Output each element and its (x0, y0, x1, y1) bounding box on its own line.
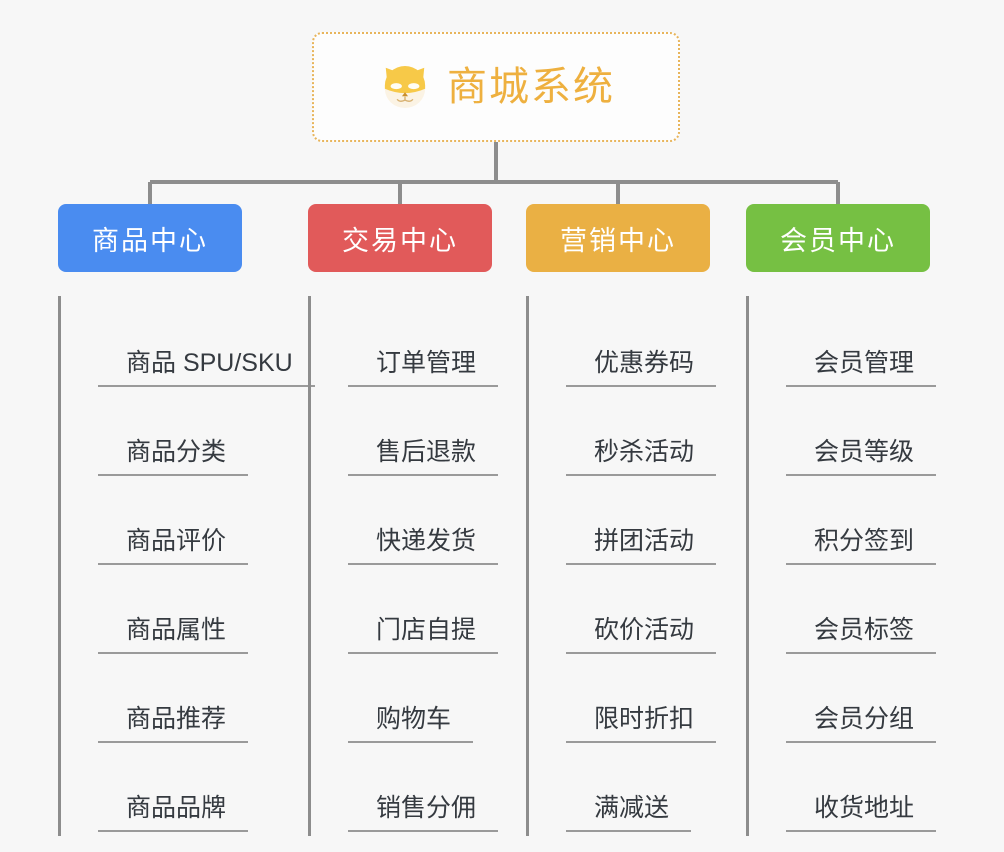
category-column: 商品中心商品 SPU/SKU 商品分类商品评价商品属性商品推荐商品品牌 (58, 204, 315, 852)
leaf-item-label: 购物车 (348, 705, 474, 743)
leaf-item-label: 售后退款 (348, 438, 499, 476)
leaf-list: 优惠券码秒杀活动拼团活动砍价活动限时折扣满减送 (526, 296, 717, 836)
leaf-item[interactable]: 积分签到 (786, 480, 937, 569)
leaf-item[interactable]: 优惠券码 (566, 302, 717, 391)
leaf-item-label: 订单管理 (348, 349, 499, 387)
category-header-label: 会员中心 (780, 225, 896, 256)
leaf-item[interactable]: 砍价活动 (566, 569, 717, 658)
leaf-item[interactable]: 商品推荐 (98, 658, 249, 747)
leaf-item-label: 优惠券码 (566, 349, 717, 387)
category-header-4[interactable]: 会员中心 (746, 204, 930, 272)
leaf-item-label: 商品品牌 (98, 794, 249, 832)
leaf-item[interactable]: 秒杀活动 (566, 391, 717, 480)
leaf-item-label: 收货地址 (786, 794, 937, 832)
category-header-3[interactable]: 营销中心 (526, 204, 710, 272)
leaf-item-label: 会员标签 (786, 616, 937, 654)
leaf-item-label: 商品分类 (98, 438, 249, 476)
leaf-item[interactable]: 销售分佣 (348, 747, 499, 836)
leaf-list: 商品 SPU/SKU 商品分类商品评价商品属性商品推荐商品品牌 (58, 296, 315, 836)
leaf-item[interactable]: 商品属性 (98, 569, 249, 658)
root-node[interactable]: 商城系统 (312, 32, 680, 142)
leaf-item-label: 快递发货 (348, 527, 499, 565)
leaf-item[interactable]: 快递发货 (348, 480, 499, 569)
category-column: 交易中心订单管理售后退款快递发货门店自提购物车销售分佣 (308, 204, 499, 852)
leaf-item[interactable]: 商品 SPU/SKU (98, 302, 315, 391)
leaf-item-label: 拼团活动 (566, 527, 717, 565)
leaf-item-label: 限时折扣 (566, 705, 717, 743)
leaf-list: 会员管理会员等级积分签到会员标签会员分组收货地址 (746, 296, 937, 836)
root-title: 商城系统 (447, 65, 615, 109)
category-header-label: 营销中心 (560, 225, 676, 256)
leaf-item[interactable]: 门店自提 (348, 569, 499, 658)
leaf-item[interactable]: 会员分组 (786, 658, 937, 747)
leaf-list: 订单管理售后退款快递发货门店自提购物车销售分佣 (308, 296, 499, 836)
leaf-item[interactable]: 商品评价 (98, 480, 249, 569)
leaf-item[interactable]: 收货地址 (786, 747, 937, 836)
leaf-item-label: 商品推荐 (98, 705, 249, 743)
leaf-item[interactable]: 订单管理 (348, 302, 499, 391)
category-header-label: 商品中心 (92, 225, 208, 256)
leaf-item-label: 销售分佣 (348, 794, 499, 832)
leaf-item-label: 秒杀活动 (566, 438, 717, 476)
category-header-1[interactable]: 商品中心 (58, 204, 242, 272)
leaf-item[interactable]: 商品分类 (98, 391, 249, 480)
leaf-item[interactable]: 会员等级 (786, 391, 937, 480)
leaf-item[interactable]: 会员标签 (786, 569, 937, 658)
category-column: 营销中心优惠券码秒杀活动拼团活动砍价活动限时折扣满减送 (526, 204, 717, 852)
leaf-item-label: 砍价活动 (566, 616, 717, 654)
leaf-item-label: 会员分组 (786, 705, 937, 743)
leaf-item-label: 满减送 (566, 794, 692, 832)
leaf-item-label: 商品 SPU/SKU (98, 349, 315, 387)
leaf-item[interactable]: 满减送 (566, 747, 710, 836)
shiba-dog-face-icon (384, 66, 426, 108)
leaf-item[interactable]: 售后退款 (348, 391, 499, 480)
category-column: 会员中心会员管理会员等级积分签到会员标签会员分组收货地址 (746, 204, 937, 852)
leaf-item-label: 会员管理 (786, 349, 937, 387)
leaf-item-label: 积分签到 (786, 527, 937, 565)
leaf-item[interactable]: 拼团活动 (566, 480, 717, 569)
leaf-item-label: 商品评价 (98, 527, 249, 565)
leaf-item[interactable]: 商品品牌 (98, 747, 249, 836)
leaf-item[interactable]: 限时折扣 (566, 658, 717, 747)
leaf-item-label: 会员等级 (786, 438, 937, 476)
category-header-2[interactable]: 交易中心 (308, 204, 492, 272)
leaf-item[interactable]: 购物车 (348, 658, 492, 747)
leaf-item[interactable]: 会员管理 (786, 302, 937, 391)
leaf-item-label: 门店自提 (348, 616, 499, 654)
leaf-item-label: 商品属性 (98, 616, 249, 654)
category-header-label: 交易中心 (342, 225, 458, 256)
